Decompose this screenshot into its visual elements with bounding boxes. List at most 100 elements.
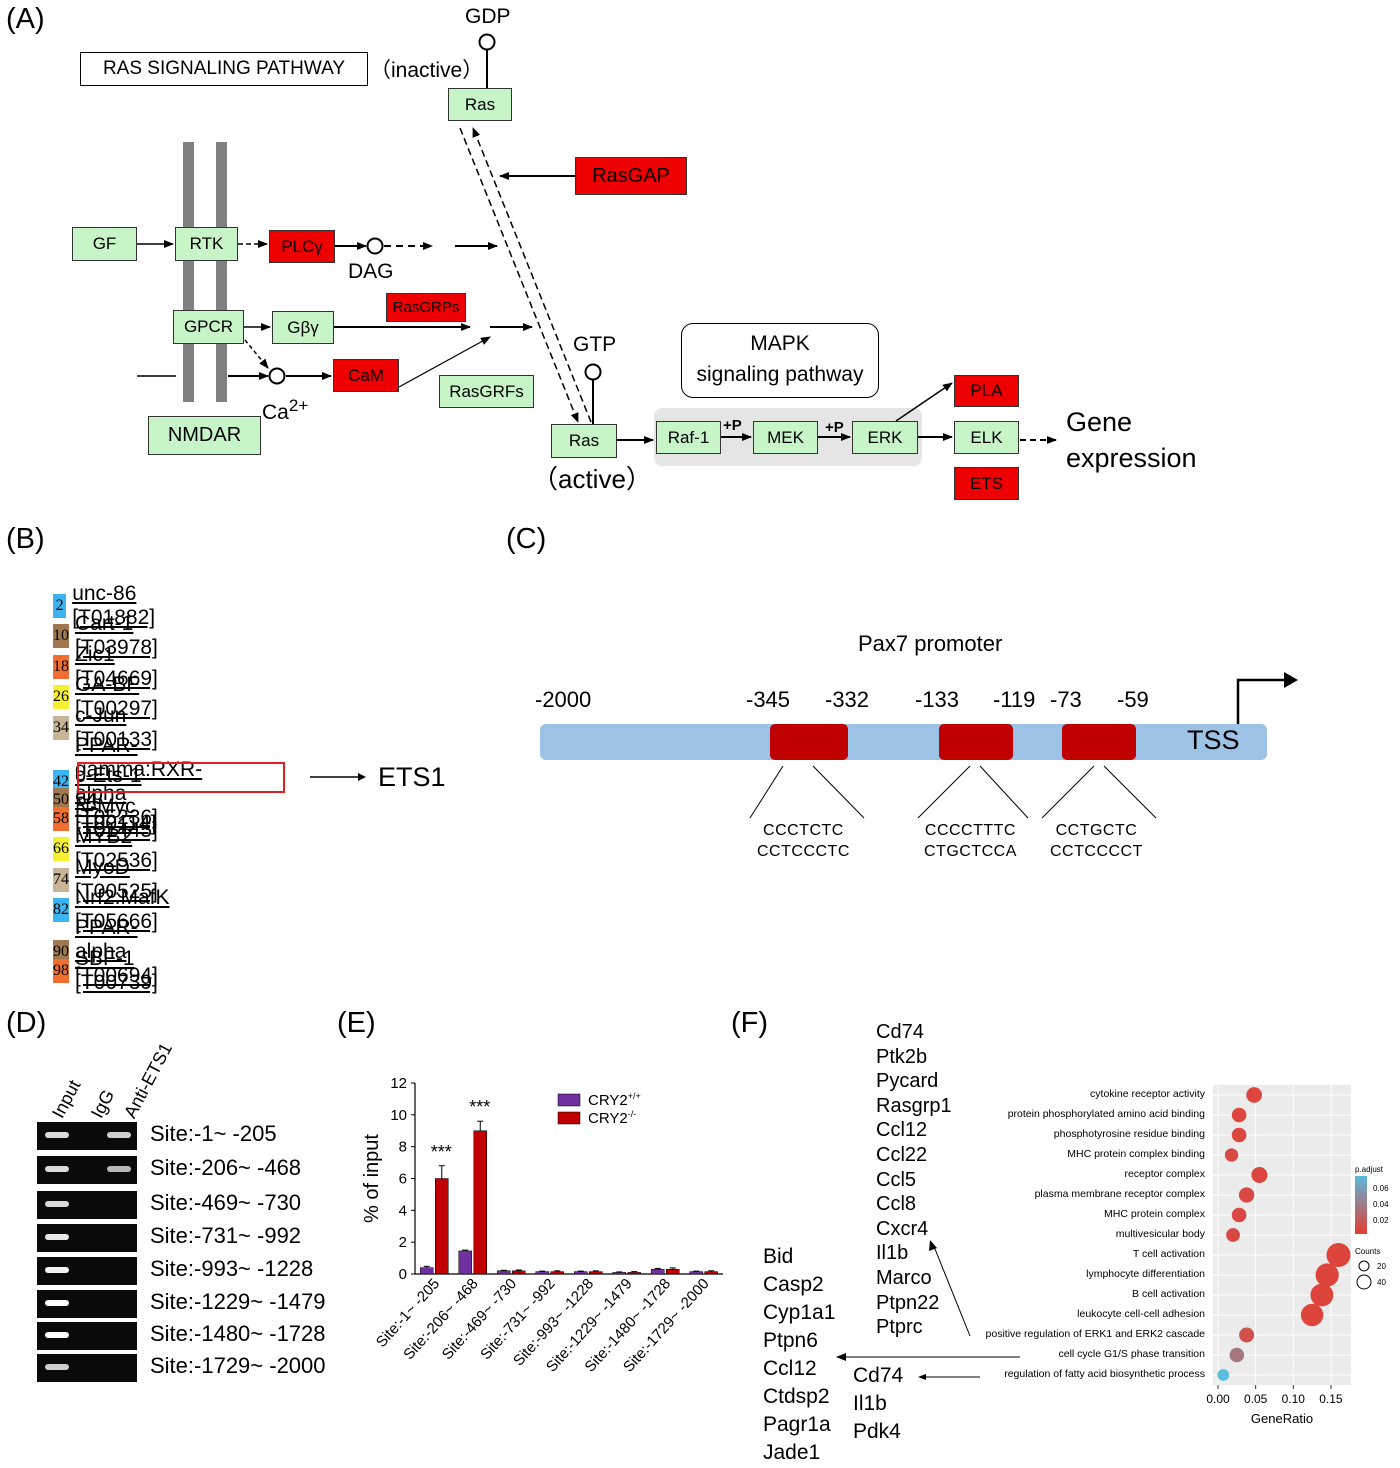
tf-score: 98 [53, 958, 69, 983]
legend-label: CRY2-/- [588, 1109, 636, 1127]
bar [512, 1270, 526, 1275]
gene-name: Pycard [876, 1070, 939, 1093]
ets1-label: ETS1 [378, 762, 446, 792]
gel-band [45, 1234, 69, 1240]
bar [627, 1272, 641, 1275]
bar [689, 1271, 703, 1275]
tf-name[interactable]: GA-BF [T00297] [75, 673, 158, 721]
go-term-label: positive regulation of ERK1 and ERK2 cas… [985, 1328, 1205, 1340]
phosphorylation-label-1: +P [723, 417, 742, 434]
tf-score: 42 [53, 770, 69, 794]
go-term-label: B cell activation [1132, 1288, 1205, 1300]
site1-left: -345 [746, 687, 791, 712]
ets1-arrow [310, 773, 366, 781]
go-dot [1238, 1187, 1255, 1203]
bar [435, 1178, 449, 1275]
color-legend-bar [1355, 1176, 1367, 1234]
gene-name: Il1b [853, 1392, 887, 1415]
tf-score: 82 [53, 898, 69, 922]
gene-name: Ccl12 [876, 1119, 928, 1142]
size-legend-circle [1358, 1260, 1370, 1272]
tf-score: 74 [53, 867, 69, 892]
tf-name[interactable]: Nrf2:MafK [T05666] [75, 886, 170, 933]
go-dot [1229, 1347, 1245, 1363]
gene-name: Marco [876, 1266, 932, 1289]
node-nmdar: NMDAR [148, 416, 261, 455]
bar [473, 1130, 487, 1275]
tf-name[interactable]: c-Ets-1 54 [T00114] [75, 764, 157, 836]
tf-name[interactable]: Cart-1 [T03978] [75, 612, 158, 660]
size-legend-tick: 20 [1377, 1262, 1386, 1271]
tf-name[interactable]: unc-86 [T01882] [72, 582, 156, 629]
gene-name: Casp2 [763, 1273, 824, 1296]
go-term-label: cell cycle G1/S phase transition [1058, 1348, 1206, 1360]
gtp-label: GTP [573, 333, 617, 356]
gene-name: Cxcr4 [876, 1217, 929, 1240]
gdp-label: GDP [465, 5, 511, 28]
gene-name: Ptpn6 [763, 1329, 818, 1352]
tf-name[interactable]: MYB2 [T02536] [75, 825, 158, 873]
tf-name[interactable]: MyoD [T00525] [75, 855, 158, 903]
go-term-label: MHC protein complex [1104, 1208, 1205, 1220]
x-tick-label: 0.10 [1282, 1392, 1306, 1406]
gel-strip [37, 1224, 137, 1252]
legend-label: CRY2+/+ [588, 1091, 641, 1109]
go-dot [1224, 1148, 1239, 1162]
go-dot [1231, 1107, 1247, 1123]
gel-band [107, 1166, 131, 1172]
go-dot [1326, 1242, 1351, 1268]
panel-label-b: (B) [6, 523, 45, 555]
bar [704, 1271, 718, 1275]
tf-name[interactable]: Zic1 [T04669] [75, 642, 158, 690]
gel-band [45, 1300, 69, 1306]
lane-input: Input [48, 1076, 85, 1122]
tf-name[interactable]: PPAR-alpha [T00694] [75, 916, 158, 988]
tf-score: 18 [53, 654, 69, 679]
site2-right: -119 [993, 687, 1036, 712]
node-ras-active: Ras [551, 424, 617, 458]
gel-band [45, 1132, 69, 1138]
gel-site-label: Site:-206~ -468 [150, 1155, 302, 1180]
site3-right: -59 [1117, 687, 1149, 712]
tf-name[interactable]: SBF-1 [T00739] [75, 946, 158, 994]
go-term-label: phosphotyrosine residue binding [1053, 1128, 1205, 1140]
gel-strip [37, 1156, 137, 1184]
tf-name[interactable]: N-Myc [T01445] [75, 794, 158, 842]
mapk-pathway-box: MAPK signaling pathway [681, 323, 879, 398]
promoter-title: Pax7 promoter [858, 631, 1003, 656]
mapk-line1: MAPK [750, 332, 810, 355]
size-legend-tick: 40 [1377, 1278, 1386, 1287]
node-gpcr: GPCR [173, 310, 244, 344]
go-term-label: MHC protein complex binding [1067, 1148, 1205, 1160]
gene-name: Ptk2b [876, 1045, 928, 1068]
bar [651, 1268, 665, 1275]
go-term-label: multivesicular body [1115, 1228, 1205, 1240]
site2-left: -133 [915, 687, 960, 712]
tf-score: 90 [53, 940, 69, 965]
site1-right: -332 [825, 687, 870, 712]
bar [666, 1268, 680, 1275]
x-tick-label: 0.15 [1319, 1392, 1343, 1406]
gel-strip [37, 1122, 137, 1150]
gene-name: Cyp1a1 [763, 1301, 836, 1324]
state-active: （active） [532, 464, 652, 494]
gene-name: Pdk4 [853, 1420, 901, 1443]
gel-band [45, 1332, 69, 1338]
gel-strip [37, 1354, 137, 1382]
go-dot [1231, 1127, 1247, 1143]
node-plcg: PLCγ [269, 230, 335, 263]
gene-name: Ptpn22 [876, 1291, 940, 1314]
size-legend-title: Counts [1355, 1247, 1380, 1256]
lane-igg: IgG [87, 1086, 119, 1122]
tf-name[interactable]: c-Jun [T00133] [75, 703, 158, 751]
color-legend-title: p.adjust [1355, 1165, 1384, 1174]
node-mek: MEK [753, 421, 818, 454]
pathway-title: RAS SIGNALING PATHWAY [80, 52, 368, 86]
gene-name: Cd74 [876, 1021, 924, 1043]
go-term-label: cytokine receptor activity [1090, 1088, 1205, 1100]
